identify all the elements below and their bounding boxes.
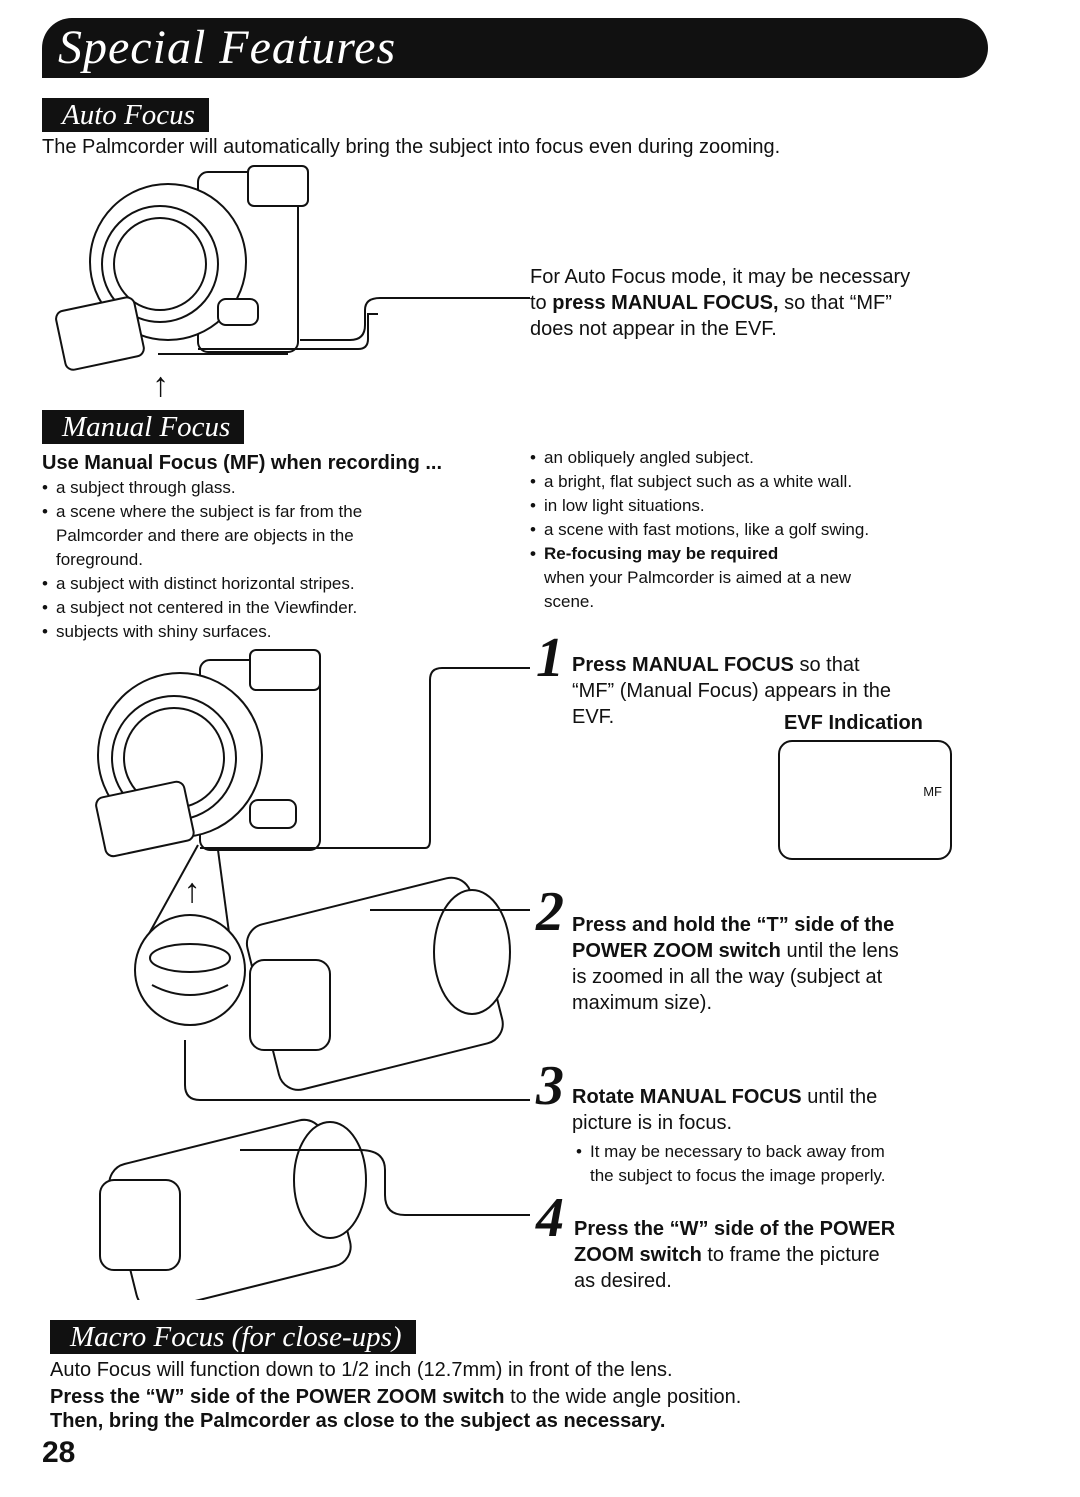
step-1-line-1: Press MANUAL FOCUS so that — [572, 654, 860, 676]
page-number: 28 — [42, 1436, 76, 1469]
auto-focus-heading: Auto Focus — [42, 98, 209, 132]
manual-focus-use-label: Use Manual Focus (MF) when recording ... — [42, 452, 443, 474]
step-2-line-3: is zoomed in all the way (subject at — [572, 966, 883, 988]
evf-indication-box: MF — [778, 740, 952, 860]
list-item: a bright, flat subject such as a white w… — [530, 470, 869, 494]
auto-focus-intro: The Palmcorder will automatically bring … — [42, 136, 781, 158]
arrow-up-icon: ↑ — [152, 366, 169, 404]
list-item: Re-focusing may be required — [530, 542, 869, 566]
list-item: a subject not centered in the Viewfinder… — [42, 596, 362, 620]
camcorder-illustration-top — [55, 165, 378, 371]
step-3-number: 3 — [536, 1055, 564, 1117]
step-4-line-2: ZOOM switch to frame the picture — [574, 1244, 880, 1266]
camcorder-illustrations-steps: ↑ — [95, 649, 530, 1300]
step-4-line-3: as desired. — [574, 1270, 672, 1292]
macro-focus-line-2: Press the “W” side of the POWER ZOOM swi… — [50, 1386, 742, 1408]
list-item: subjects with shiny surfaces. — [42, 620, 362, 644]
list-item-continuation: the subject to focus the image properly. — [590, 1166, 886, 1185]
list-item: a scene with fast motions, like a golf s… — [530, 518, 869, 542]
list-item: in low light situations. — [530, 494, 869, 518]
title-bar — [42, 18, 988, 78]
step-3-notes: It may be necessary to back away from th… — [576, 1140, 885, 1188]
step-1-number: 1 — [536, 627, 564, 689]
list-item: a subject with distinct horizontal strip… — [42, 572, 362, 596]
list-item-continuation: scene. — [544, 592, 595, 611]
step-1-line-2: “MF” (Manual Focus) appears in the — [572, 680, 892, 702]
auto-focus-callout-line — [300, 297, 530, 341]
list-item: a scene where the subject is far from th… — [42, 500, 362, 524]
step-2-line-2: POWER ZOOM switch until the lens — [572, 940, 899, 962]
list-item-continuation: Palmcorder and there are objects in the — [56, 526, 354, 545]
step-4-line-1: Press the “W” side of the POWER — [574, 1218, 896, 1240]
step-2-number: 2 — [536, 881, 564, 943]
auto-focus-callout-line-1: For Auto Focus mode, it may be necessary — [530, 266, 911, 288]
svg-text:↑: ↑ — [184, 872, 201, 910]
list-item-continuation: when your Palmcorder is aimed at a new — [544, 568, 852, 587]
evf-indication-label: EVF Indication — [784, 712, 923, 734]
list-item: an obliquely angled subject. — [530, 446, 869, 470]
step-2-line-1: Press and hold the “T” side of the — [572, 914, 895, 936]
step-3-line-1: Rotate MANUAL FOCUS until the — [572, 1086, 878, 1108]
auto-focus-callout-line-3: does not appear in the EVF. — [530, 318, 777, 340]
macro-focus-line-3: Then, bring the Palmcorder as close to t… — [50, 1410, 666, 1432]
manual-focus-right-list: an obliquely angled subject. a bright, f… — [530, 446, 869, 614]
macro-focus-line-1: Auto Focus will function down to 1/2 inc… — [50, 1359, 673, 1381]
step-4-number: 4 — [536, 1187, 564, 1249]
auto-focus-callout-line-2: to press MANUAL FOCUS, so that “MF” — [530, 292, 892, 314]
list-item: It may be necessary to back away from — [576, 1140, 885, 1164]
list-item: a subject through glass. — [42, 476, 362, 500]
manual-focus-left-list: a subject through glass. a scene where t… — [42, 476, 362, 644]
step-2-line-4: maximum size). — [572, 992, 713, 1014]
page-title: Special Features — [58, 21, 397, 74]
list-item-continuation: foreground. — [56, 550, 143, 569]
macro-focus-heading: Macro Focus (for close-ups) — [50, 1320, 416, 1354]
manual-focus-heading: Manual Focus — [42, 410, 245, 444]
step-3-line-2: picture is in focus. — [572, 1112, 733, 1134]
evf-mf-indicator: MF — [923, 784, 942, 799]
step-1-line-3: EVF. — [572, 706, 615, 728]
